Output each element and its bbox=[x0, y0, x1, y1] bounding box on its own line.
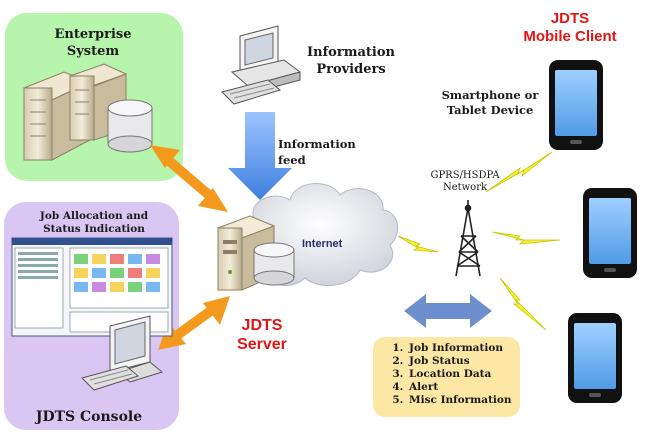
information-feed-label-line1: Information bbox=[278, 137, 356, 151]
information-providers-label-line1: Information bbox=[307, 45, 395, 60]
data-type-item: Alert bbox=[407, 381, 520, 394]
job-allocation-label-line1: Job Allocation and bbox=[39, 210, 149, 222]
data-type-item: Job Status bbox=[407, 355, 520, 368]
information-providers-label: Information Providers bbox=[296, 44, 406, 78]
network-label-line1: GPRS/HSDPA bbox=[430, 170, 500, 181]
jdts-mobile-client-label-line2: Mobile Client bbox=[523, 28, 617, 45]
network-label: GPRS/HSDPA Network bbox=[425, 170, 505, 194]
jdts-server-label: JDTS Server bbox=[218, 316, 306, 354]
console-monitor-icon bbox=[81, 315, 164, 391]
data-type-item: Job Information bbox=[407, 342, 520, 355]
internet-label: Internet bbox=[302, 238, 343, 250]
device-label-line1: Smartphone or bbox=[441, 88, 539, 102]
jdts-server-label-line2: Server bbox=[237, 336, 287, 353]
data-type-item: Misc Information bbox=[407, 394, 520, 407]
data-types-list: Job Information Job Status Location Data… bbox=[373, 337, 520, 417]
device-label: Smartphone or Tablet Device bbox=[430, 88, 550, 118]
data-type-item: Location Data bbox=[407, 368, 520, 381]
network-label-line2: Network bbox=[442, 182, 488, 193]
smartphone-icon bbox=[568, 313, 622, 403]
cell-tower-icon bbox=[455, 200, 481, 277]
information-feed-arrow bbox=[228, 112, 292, 200]
job-allocation-label-line2: Status Indication bbox=[43, 223, 145, 235]
wireless-signal-icon bbox=[397, 151, 561, 331]
device-label-line2: Tablet Device bbox=[446, 103, 534, 117]
enterprise-database-icon bbox=[107, 99, 153, 153]
jdts-console-label: JDTS Console bbox=[35, 409, 143, 425]
jdts-server-label-line1: JDTS bbox=[241, 317, 283, 334]
enterprise-server-icon bbox=[22, 63, 128, 161]
information-feed-label-line2: feed bbox=[278, 153, 306, 167]
job-allocation-label: Job Allocation and Status Indication bbox=[20, 210, 168, 236]
jdts-mobile-client-label-line1: JDTS bbox=[550, 10, 590, 27]
jdts-database-icon bbox=[253, 242, 295, 286]
network-data-exchange-arrow bbox=[404, 294, 492, 328]
information-providers-label-line2: Providers bbox=[316, 62, 386, 77]
enterprise-system-label-line2: System bbox=[66, 44, 120, 59]
information-feed-label: Information feed bbox=[278, 136, 356, 168]
information-provider-computer-icon bbox=[221, 25, 302, 105]
jdts-mobile-client-label: JDTS Mobile Client bbox=[505, 10, 635, 46]
enterprise-system-label-line1: Enterprise bbox=[54, 27, 132, 42]
smartphone-icon bbox=[583, 188, 637, 278]
enterprise-server-link-arrow bbox=[150, 145, 228, 212]
smartphone-icon bbox=[549, 60, 603, 150]
enterprise-system-label: Enterprise System bbox=[38, 26, 148, 60]
